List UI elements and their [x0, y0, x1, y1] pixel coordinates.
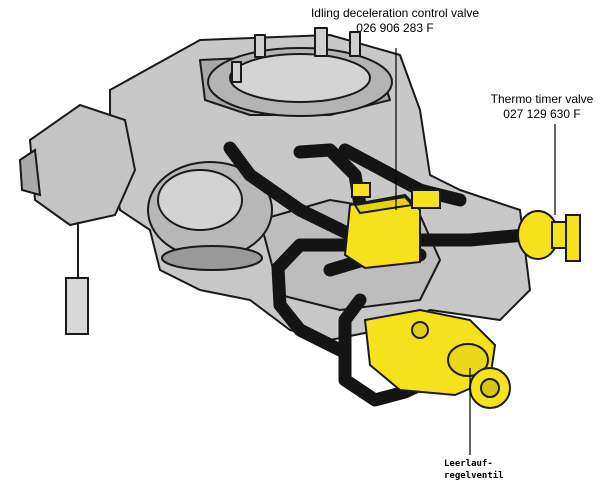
thermo-valve-part-number: 027 129 630 F [503, 107, 581, 121]
vacuum-diaphragm [147, 161, 273, 271]
choke-housing [18, 103, 137, 335]
leader-lines [395, 48, 556, 455]
idle-valve-name: Idling deceleration control valve [310, 6, 480, 20]
leerlauf-line1: Leerlauf- [444, 459, 493, 469]
idle-valve-part-number: 026 906 283 F [356, 21, 434, 35]
idle-control-valve [363, 308, 511, 409]
callout-leerlauf: Leerlauf- regelventil [444, 458, 504, 482]
idle-deceleration-valve [343, 182, 441, 270]
leerlauf-line2: regelventil [444, 471, 504, 481]
callout-idle-valve: Idling deceleration control valve 026 90… [300, 6, 490, 36]
thermo-valve-name: Thermo timer valve [490, 92, 594, 106]
thermo-timer-valve [517, 210, 581, 262]
callout-thermo-valve: Thermo timer valve 027 129 630 F [484, 92, 600, 122]
